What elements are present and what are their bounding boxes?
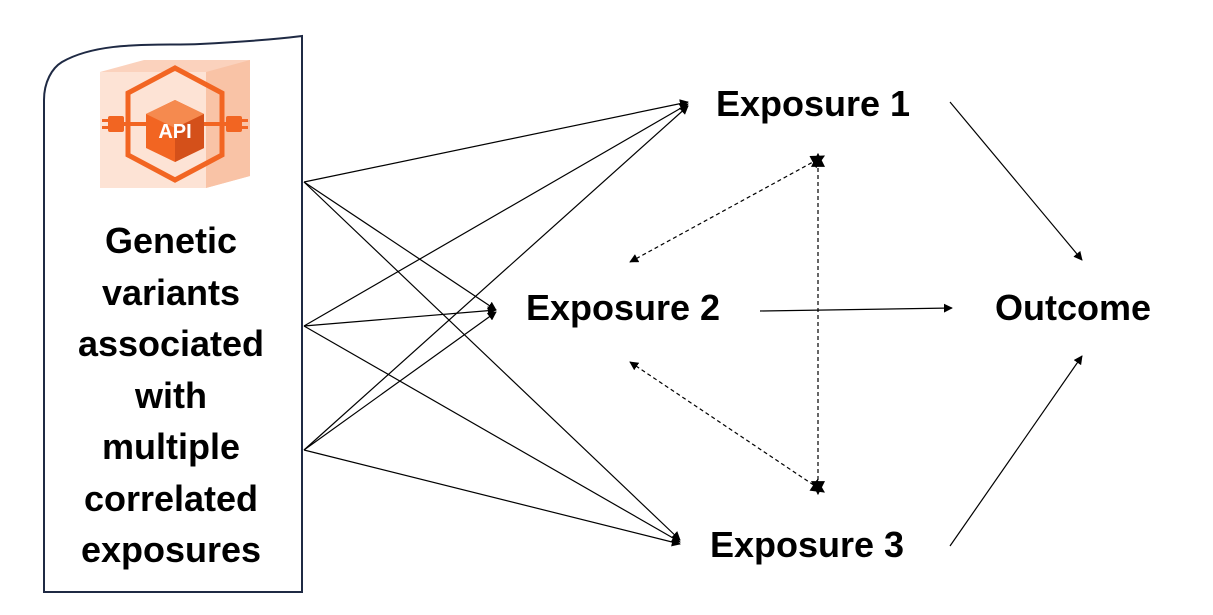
- correlation-edges: [629, 152, 826, 496]
- exposure-3-node: Exposure 3: [710, 524, 905, 565]
- variants-line: associated: [77, 323, 265, 364]
- variants-line: Genetic: [104, 220, 238, 261]
- edge-exposure2-exposure3-correlation: [629, 361, 825, 493]
- edge-exposure2-outcome: [759, 303, 953, 313]
- edge-g1-exposure1: [303, 99, 689, 183]
- variants-line: variants: [101, 271, 241, 313]
- api-logo-text: API: [158, 121, 191, 143]
- edge-exposure1-exposure2-correlation: [629, 155, 826, 263]
- variants-line: exposures: [80, 529, 262, 570]
- edge-g3-exposure1: [303, 105, 689, 451]
- outcome-node: Outcome: [995, 287, 1152, 328]
- edge-g2-exposure1: [303, 103, 689, 327]
- edge-g1-exposure3: [303, 181, 681, 541]
- edge-g3-exposure2: [303, 311, 497, 451]
- edge-exposure3-outcome: [949, 355, 1083, 547]
- variants-line: correlated: [83, 477, 259, 519]
- edge-g3-exposure3: [303, 449, 681, 547]
- edge-exposure1-outcome: [949, 101, 1083, 261]
- edge-g2-exposure3: [303, 325, 681, 543]
- edge-g1-exposure2: [303, 181, 497, 311]
- outcome-edges: [759, 101, 1083, 547]
- variants-line: with: [135, 374, 207, 416]
- variants-line: multiple: [101, 426, 240, 467]
- exposure-2-node: Exposure 2: [526, 287, 721, 328]
- instrument-edges: [303, 99, 689, 547]
- api-logo-icon: API: [100, 60, 250, 188]
- exposure-1-node: Exposure 1: [716, 83, 911, 124]
- genetic-variants-label: Genetic variants associated with multipl…: [66, 215, 276, 576]
- edge-g2-exposure2: [303, 306, 497, 327]
